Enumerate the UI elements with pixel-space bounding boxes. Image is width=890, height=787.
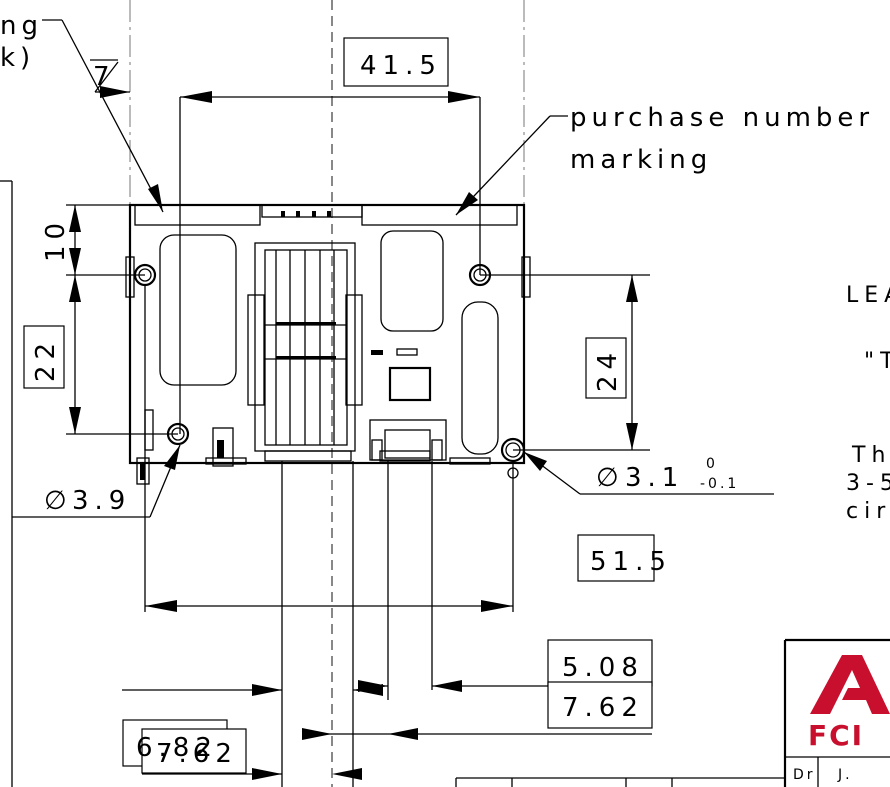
dim-label-7-62-right: 7.62 [562,693,644,723]
dim-label-3-9: 3.9 [72,486,131,516]
dim-label-51-5: 51.5 [590,547,672,577]
connector-body [125,203,531,485]
title-cell-dr: Dr [793,767,816,783]
dim-box-41-5 [343,37,449,87]
title-block [455,638,890,787]
dim-box-7-62-right [547,681,653,729]
label-marking: marking [570,145,712,175]
title-cell-j: J. [837,767,853,783]
note-text-cir: cir [846,499,890,524]
note-text-3-5: 3-5 [846,471,890,496]
fci-logo-text: FCI [808,719,864,752]
dim-label-41-5: 41.5 [360,51,442,81]
dim-label-6-82: 6.82 [136,733,218,763]
label-purchase-number: purchase number [570,103,874,133]
leader-top-left [61,19,164,213]
dim-box-22 [23,325,65,389]
fci-logo-mark [810,655,890,714]
dim-label-22: 22 [31,337,61,382]
dim-label-7: 7 [93,62,116,92]
dim-tolerance-upper: 0 [706,456,718,472]
dim-label-24: 24 [593,347,623,392]
diameter-symbol-3-1: ∅ [596,463,625,493]
diameter-symbol-3-9: ∅ [44,486,73,516]
dim-label-3-1: 3.1 [625,463,684,493]
note-text-lea: LEA [846,283,890,308]
corner-text-line2: k) [0,43,35,73]
dim-box-7-62-left [141,728,247,774]
dim-label-10: 10 [41,217,71,262]
dim-box-24 [585,337,627,399]
dim-label-5-08: 5.08 [562,653,644,683]
dim-label-7-62-left: 7.62 [156,739,238,769]
dim-tolerance-lower: -0.1 [700,476,739,492]
note-text-th: Th [851,443,890,468]
dim-box-51-5 [577,534,655,582]
corner-text-line1: ng [0,11,43,41]
note-text-quote-t: "T [864,349,890,374]
